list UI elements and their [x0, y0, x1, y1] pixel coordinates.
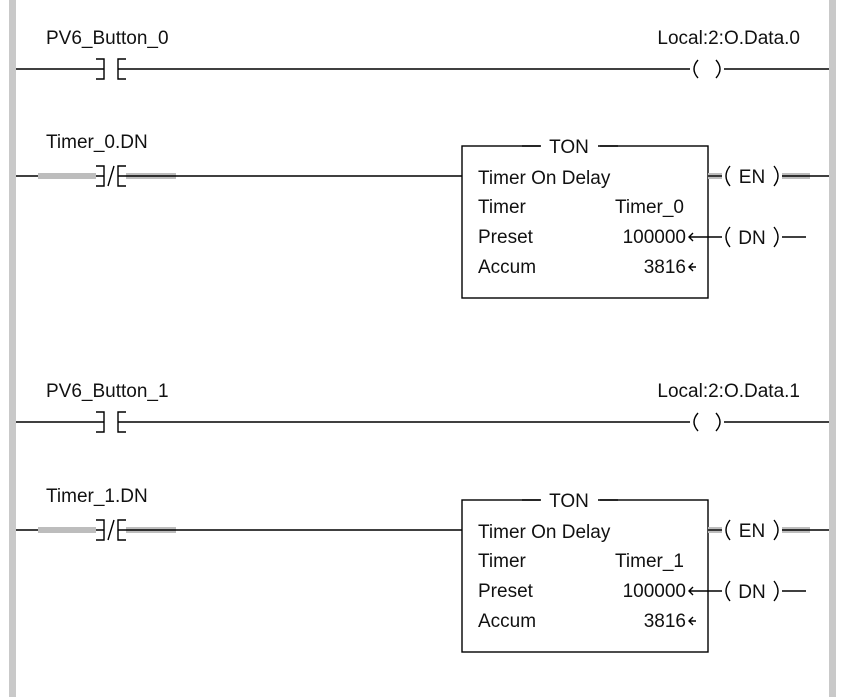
timer-label: Timer [478, 197, 527, 218]
accum-value[interactable]: 3816 [644, 611, 686, 632]
instruction-name: TON [549, 491, 589, 512]
en-output-coil[interactable]: EN [708, 519, 829, 542]
arrow-left-icon [688, 262, 696, 272]
rung-3[interactable]: Timer_1.DN TON Timer On Delay Timer Time… [16, 486, 829, 653]
dn-output-coil[interactable]: DN [696, 226, 806, 249]
preset-label: Preset [478, 581, 534, 602]
contact-tag-label: Timer_0.DN [46, 132, 148, 153]
rung-2[interactable]: PV6_Button_1 Local:2:O.Data.1 [16, 381, 829, 433]
instruction-name: TON [549, 137, 589, 158]
contact-tag-label: PV6_Button_1 [46, 381, 169, 402]
rung-1[interactable]: Timer_0.DN TON Timer On Delay Timer Time… [16, 132, 829, 299]
instruction-description: Timer On Delay [478, 168, 611, 189]
ton-timer-block[interactable]: TON Timer On Delay Timer Timer_1 Preset … [461, 490, 709, 653]
timer-tag-value[interactable]: Timer_0 [615, 197, 684, 218]
accum-label: Accum [478, 611, 536, 632]
right-power-rail [829, 0, 836, 697]
dn-bit-label: DN [738, 582, 765, 603]
arrow-left-icon [688, 616, 696, 626]
preset-value[interactable]: 100000 [623, 581, 686, 602]
en-output-coil[interactable]: EN [708, 165, 829, 188]
coil-tag-label: Local:2:O.Data.1 [657, 381, 800, 402]
ton-timer-block[interactable]: TON Timer On Delay Timer Timer_0 Preset … [461, 136, 709, 299]
contact-tag-label: PV6_Button_0 [46, 28, 169, 49]
output-coil[interactable] [693, 412, 721, 432]
coil-tag-label: Local:2:O.Data.0 [657, 28, 800, 49]
rung-0[interactable]: PV6_Button_0 Local:2:O.Data.0 [16, 28, 829, 80]
output-coil[interactable] [693, 59, 721, 79]
en-bit-label: EN [739, 167, 765, 188]
en-bit-label: EN [739, 521, 765, 542]
contact-tag-label: Timer_1.DN [46, 486, 148, 507]
arrow-left-icon [688, 586, 696, 596]
arrow-left-icon [688, 232, 696, 242]
instruction-description: Timer On Delay [478, 522, 611, 543]
left-power-rail [9, 0, 16, 697]
dn-bit-label: DN [738, 228, 765, 249]
timer-label: Timer [478, 551, 527, 572]
dn-output-coil[interactable]: DN [696, 580, 806, 603]
preset-value[interactable]: 100000 [623, 227, 686, 248]
preset-label: Preset [478, 227, 534, 248]
timer-tag-value[interactable]: Timer_1 [615, 551, 684, 572]
accum-value[interactable]: 3816 [644, 257, 686, 278]
accum-label: Accum [478, 257, 536, 278]
